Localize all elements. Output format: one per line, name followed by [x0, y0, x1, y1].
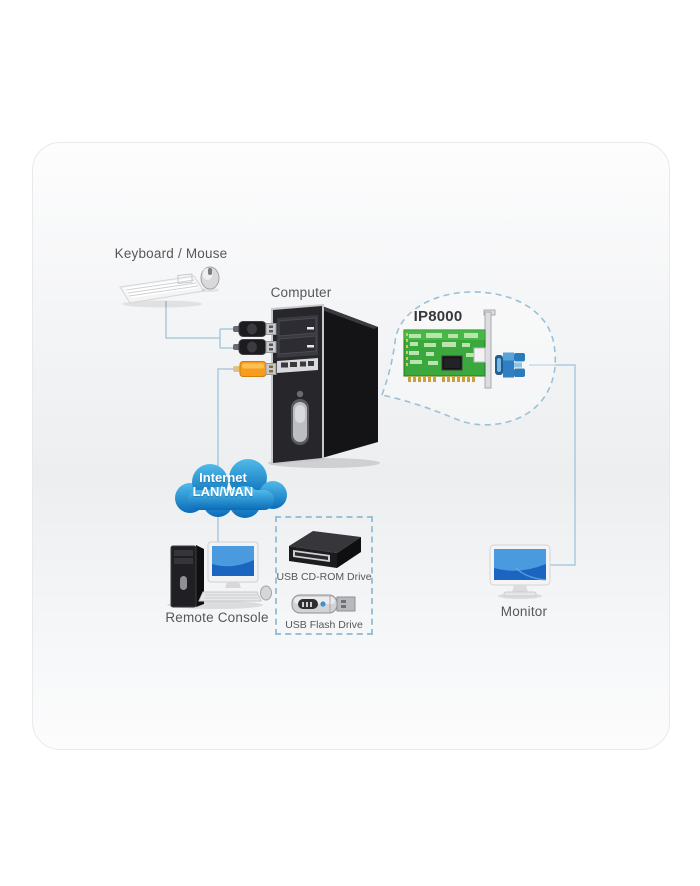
- monitor-icon: [489, 544, 551, 599]
- computer-label: Computer: [270, 285, 332, 300]
- mouse-icon: [200, 266, 220, 292]
- usb-devices-box: [275, 516, 373, 635]
- usb-cdrom-label: USB CD-ROM Drive: [276, 571, 372, 583]
- usb-plug-mouse-icon: [233, 339, 277, 355]
- internet-cloud-icon: [175, 459, 287, 518]
- keyboard-icon: [119, 273, 205, 308]
- computer-tower-icon: [268, 304, 380, 468]
- remote-console-label: Remote Console: [165, 610, 269, 625]
- keyboard-to-computer-line: [165, 301, 236, 349]
- usb-plug-keyboard-icon: [233, 321, 277, 337]
- usb-plug-lan-orange-icon: [233, 361, 277, 377]
- usb-flash-label: USB Flash Drive: [285, 619, 363, 631]
- card-to-monitor-line: [529, 364, 576, 566]
- ip8000-label: IP8000: [413, 308, 463, 325]
- cloud-label-line1: Internet: [199, 470, 247, 485]
- monitor-label: Monitor: [500, 604, 548, 619]
- vga-connector-icon: [495, 352, 525, 378]
- flash-drive-icon: [291, 594, 356, 614]
- remote-console-icon: [167, 541, 272, 609]
- pci-card-icon: [403, 309, 496, 389]
- internet-cloud-label: Internet LAN/WAN: [170, 471, 276, 499]
- cdrom-drive-icon: [289, 531, 361, 568]
- cloud-label-line2: LAN/WAN: [192, 484, 254, 499]
- keyboard-mouse-label: Keyboard / Mouse: [114, 246, 228, 261]
